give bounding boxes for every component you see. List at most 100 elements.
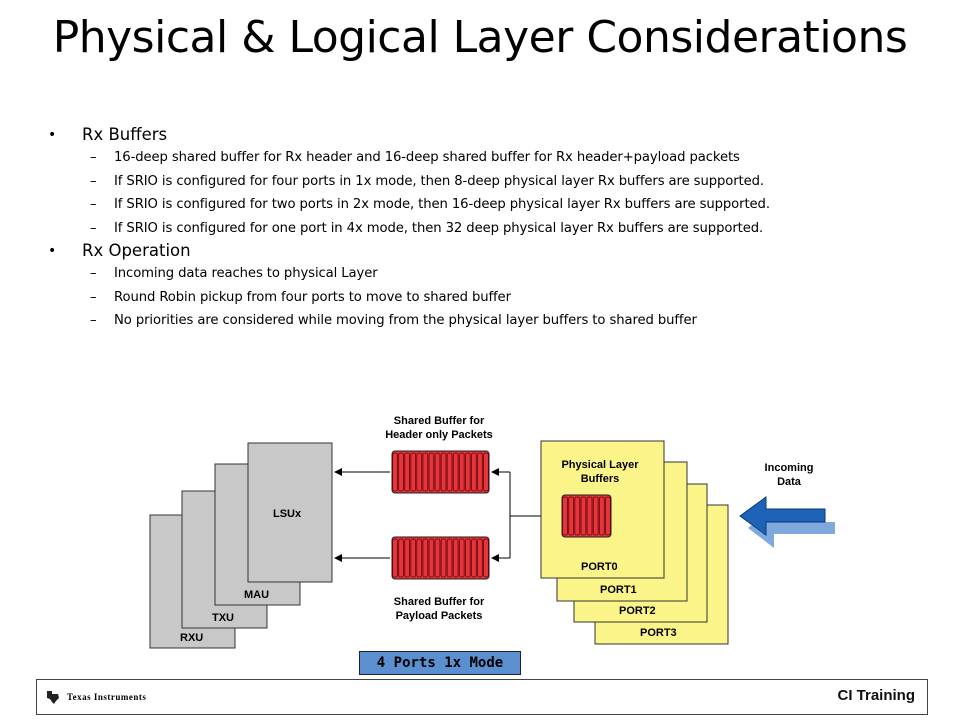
sub-bullet-text: No priorities are considered while movin… [114,313,697,328]
texas-state-icon [47,691,59,704]
bullet-label: Rx Buffers [82,125,168,144]
buffer-slot [458,452,465,492]
dash-icon: – [90,289,97,305]
bullet-rx-operation: • Rx Operation [48,240,948,262]
unit-lsux-label: LSUx [273,508,302,520]
buffer-slot [483,452,489,492]
buffer-slot [446,452,453,492]
bullet-list: •Rx Buffers –16-deep shared buffer for R… [48,124,948,333]
sub-bullet-text: 16-deep shared buffer for Rx header and … [114,150,740,165]
buffer-slot [416,452,423,492]
buffer-slot [464,452,471,492]
buffer-slot [398,452,404,492]
sub-bullet-text: Incoming data reaches to physical Layer [114,266,378,281]
buffer-slot [452,538,459,578]
shared-header-label-line1: Shared Buffer for [394,415,485,427]
buffer-frame [391,536,490,580]
buffer-slot [404,538,410,578]
ports-stack: PORT3 PORT2 PORT1 PORT0 Physical Layer B… [540,440,729,645]
buffer-slot [574,496,581,536]
incoming-label-line2: Data [777,476,802,488]
buffer-slot [471,452,477,492]
physical-layer-buffer [561,494,612,538]
sub-bullet: – If SRIO is configured for one port in 4… [48,217,948,241]
buffer-slot [422,538,429,578]
port2-label: PORT2 [619,605,656,617]
footer-bar: Texas Instruments CI Training [36,679,928,715]
buffer-slot [568,496,575,536]
buffer-slot [422,452,429,492]
buffer-slot [440,452,447,492]
port0-label: PORT0 [581,561,618,573]
buffer-slot [392,452,398,492]
sub-bullet: – Round Robin pickup from four ports to m… [48,286,948,310]
buffer-slot [471,538,477,578]
buffer-slot [586,496,593,536]
buffer-slot [416,538,423,578]
buffer-slot [446,538,453,578]
physical-label-line1: Physical Layer [561,459,639,471]
buffer-slot [392,538,398,578]
physical-label-line2: Buffers [581,473,620,485]
ti-logo: Texas Instruments [45,689,146,705]
buffer-slot [598,496,605,536]
sub-bullet-text: Round Robin pickup from four ports to mo… [114,289,511,305]
incoming-label-line1: Incoming [765,462,814,474]
bullet-label: Rx Operation [82,241,191,260]
buffer-slot [398,538,404,578]
buffer-slot [452,452,459,492]
sub-bullet-text: If SRIO is configured for four ports in … [114,173,764,189]
buffer-slot [562,496,568,536]
dash-icon: – [90,173,97,189]
company-name: Texas Instruments [67,692,147,702]
buffer-frame [561,494,612,538]
buffer-slot [477,452,483,492]
dash-icon: – [90,313,97,328]
incoming-arrow-icon [739,496,826,536]
shared-payload-label-line1: Shared Buffer for [394,596,485,608]
bullet-dot-icon: • [48,127,57,143]
buffer-slot [410,538,417,578]
buffer-slot [434,538,441,578]
sub-bullet: – If SRIO is configured for two ports in … [48,193,948,217]
buffer-slot [464,538,471,578]
sub-bullet-text: If SRIO is configured for one port in 4x… [114,220,764,236]
unit-rxu-label: RXU [180,632,203,644]
sub-bullet-text: If SRIO is configured for two ports in 2… [114,197,770,212]
dash-icon: – [90,197,97,212]
bullet-dot-icon: • [48,243,57,259]
shared-payload-label-line2: Payload Packets [396,610,483,622]
bullet-rx-buffers: • Rx Buffers [48,124,948,146]
sub-bullet: –16-deep shared buffer for Rx header and… [48,146,948,170]
port1-label: PORT1 [600,584,637,596]
buffer-slot [404,452,410,492]
buffer-slot [434,452,441,492]
buffer-slot [605,496,611,536]
unit-lsux-box [247,442,333,583]
sub-bullet: – Incoming data reaches to physical Layer [48,262,948,286]
mode-label: 4 Ports 1x Mode [359,651,521,675]
shared-header-buffer [391,450,490,494]
sub-bullet: – No priorities are considered while movi… [48,309,948,333]
buffer-slot [428,452,435,492]
buffer-slot [592,496,599,536]
dash-icon: – [90,220,97,236]
sub-bullet: – If SRIO is configured for four ports in… [48,170,948,194]
shared-header-label-line2: Header only Packets [385,429,493,441]
buffer-slot [428,538,435,578]
port3-label: PORT3 [640,627,677,639]
buffer-slot [410,452,417,492]
dash-icon: – [90,266,97,281]
buffer-slot [458,538,465,578]
page-title: Physical & Logical Layer Considerations [52,12,908,63]
buffer-frame [391,450,490,494]
brand-label: CI Training [837,687,915,704]
unit-txu-label: TXU [212,612,234,624]
logical-units-stack: RXU TXU MAU LSUx [149,442,333,649]
buffer-slot [580,496,587,536]
buffer-slot [477,538,483,578]
buffer-slot [440,538,447,578]
shared-payload-buffer [391,536,490,580]
buffer-slot [483,538,489,578]
